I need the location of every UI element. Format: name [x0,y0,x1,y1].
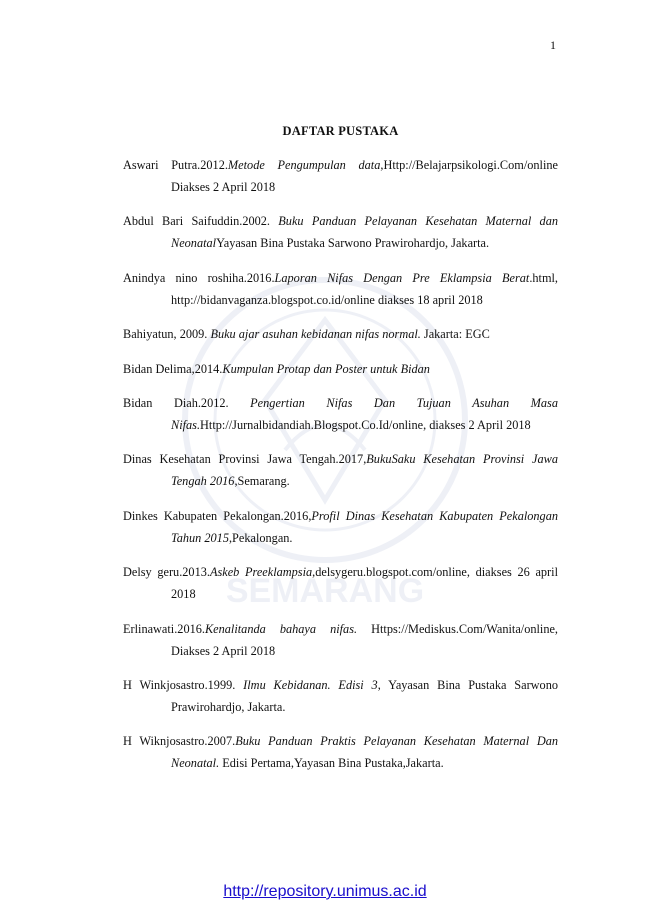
reference-title: Laporan Nifas Dengan Pre Eklampsia Berat [274,270,530,285]
reference-author-year: Bidan Diah.2012. [123,395,251,410]
reference-title: Kumpulan Protap dan Poster untuk Bidan [222,361,430,376]
reference-title: Profil Dinas Kesehatan Kabupaten Pekalon… [171,508,558,545]
reference-author-year: Dinas Kesehatan Provinsi Jawa Tengah.201… [123,452,367,467]
reference-title: Buku Panduan Pelayanan Kesehatan Materna… [171,214,558,251]
reference-author-year: H Winkjosastro.1999. [123,677,244,692]
reference-item: H Wiknjosastro.2007.Buku Panduan Praktis… [123,730,558,774]
reference-source: ,Pekalongan. [228,530,293,545]
reference-source: ,Semarang. [234,474,290,489]
reference-item: Erlinawati.2016.Kenalitanda bahaya nifas… [123,618,558,662]
reference-source: Http://Jurnalbidandiah.Blogspot.Co.Id/on… [200,417,531,432]
reference-author-year: Anindya nino roshiha.2016. [123,270,275,285]
repository-link[interactable]: http://repository.unimus.ac.id [223,883,427,900]
reference-title: BukuSaku Kesehatan Provinsi Jawa Tengah … [171,452,559,489]
reference-title: Buku ajar asuhan kebidanan nifas normal. [210,327,421,342]
reference-title: Metode Pengumpulan data [227,158,381,172]
reference-item: Delsy geru.2013.Askeb Preeklampsia,delsy… [123,561,558,605]
reference-author-year: Bahiyatun, 2009. [123,327,211,342]
reference-author-year: Bidan Delima,2014. [123,361,223,376]
page-number: 1 [550,38,556,52]
reference-author-year: H Wiknjosastro.2007. [123,734,236,749]
reference-title: Pengertian Nifas Dan Tujuan Asuhan Masa … [171,395,558,432]
reference-item: Bidan Diah.2012. Pengertian Nifas Dan Tu… [123,392,558,436]
reference-source: Jakarta: EGC [420,327,490,342]
reference-source: ,Http://Belajarpsikologi.Com/online Diak… [171,158,558,194]
reference-item: Anindya nino roshiha.2016.Laporan Nifas … [123,267,558,311]
reference-source: Https://Mediskus.Com/Wanita/online, Diak… [171,621,559,658]
reference-item: Aswari Putra.2012.Metode Pengumpulan dat… [123,154,558,198]
reference-title: Ilmu Kebidanan. Edisi 3 [243,677,378,692]
reference-author-year: Erlinawati.2016. [123,621,205,636]
reference-item: Dinas Kesehatan Provinsi Jawa Tengah.201… [123,448,558,492]
reference-source: .html, http://bidanvaganza.blogspot.co.i… [171,270,559,307]
reference-source: Edisi Pertama,Yayasan Bina Pustaka,Jakar… [219,756,444,771]
reference-source: Yayasan Bina Pustaka Sarwono Prawirohard… [216,236,490,251]
reference-item: Dinkes Kabupaten Pekalongan.2016,Profil … [123,505,558,549]
reference-author-year: Delsy geru.2013. [123,565,210,580]
reference-source: ,delsygeru.blogspot.com/online, diakses … [171,565,558,602]
reference-title: Kenalitanda bahaya nifas. [204,621,358,636]
reference-source: , Yayasan Bina Pustaka Sarwono Prawiroha… [171,677,559,714]
reference-author-year: Aswari Putra.2012. [123,158,228,172]
reference-author-year: Abdul Bari Saifuddin.2002. [123,214,279,229]
university-seal-watermark: SEMARANG [182,277,468,610]
page-title: DAFTAR PUSTAKA [282,124,399,138]
reference-title: Buku Panduan Praktis Pelayanan Kesehatan… [171,734,559,771]
reference-item: H Winkjosastro.1999. Ilmu Kebidanan. Edi… [123,674,558,718]
reference-title: Askeb Preeklampsia [209,565,313,580]
reference-item: Bidan Delima,2014.Kumpulan Protap dan Po… [123,358,558,380]
reference-list: Aswari Putra.2012.Metode Pengumpulan dat… [123,154,558,787]
watermark-text: SEMARANG [226,572,424,610]
reference-item: Abdul Bari Saifuddin.2002. Buku Panduan … [123,210,558,254]
reference-author-year: Dinkes Kabupaten Pekalongan.2016, [123,508,312,523]
reference-item: Bahiyatun, 2009. Buku ajar asuhan kebida… [123,323,558,345]
